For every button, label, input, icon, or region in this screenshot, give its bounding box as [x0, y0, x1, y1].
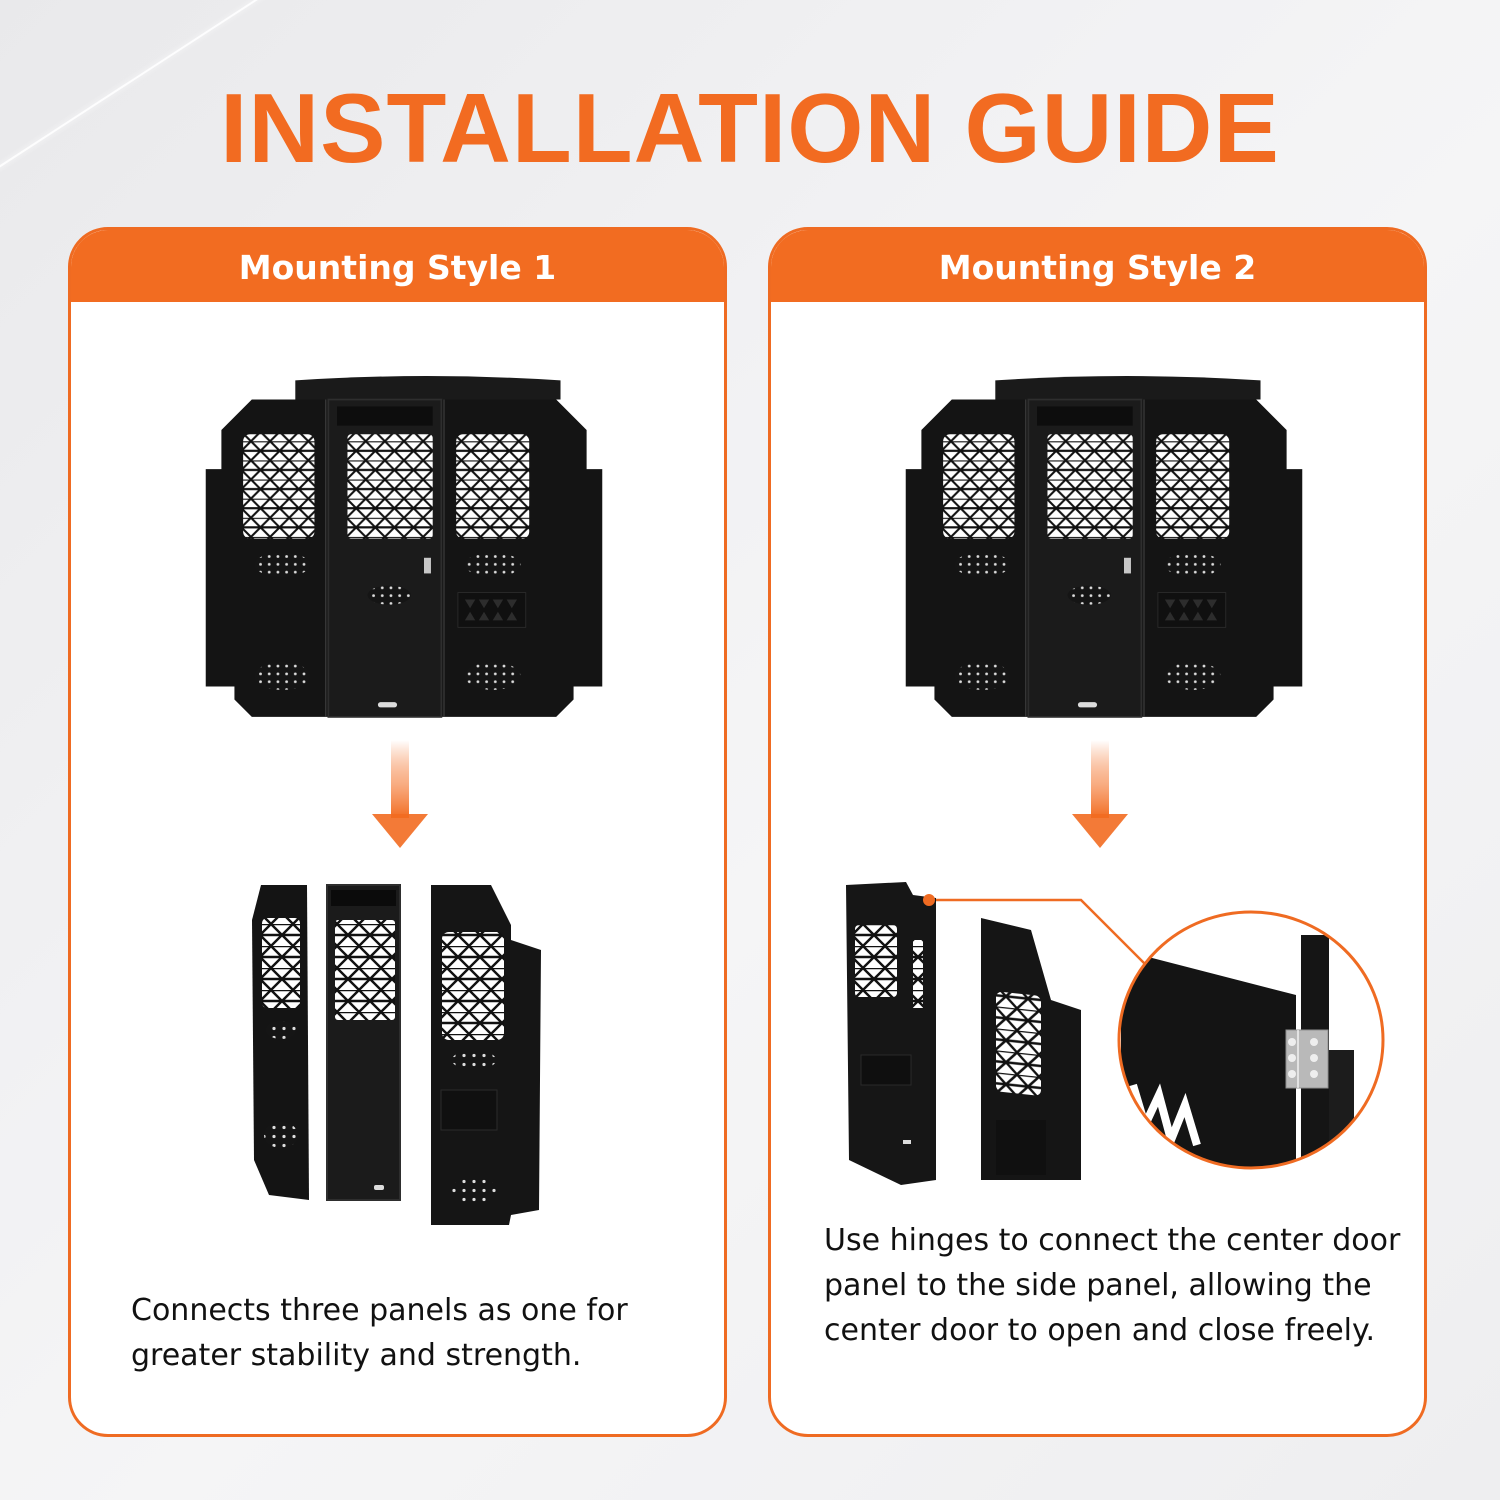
mounting-style-1-card: Mounting Style 1 [68, 227, 727, 1437]
assembled-partition-image [904, 338, 1304, 752]
down-arrow-icon [372, 740, 428, 854]
mounting-style-1-description: Connects three panels as one for greater… [131, 1293, 628, 1373]
hinged-door-panel-image [841, 880, 1401, 1204]
mounting-style-2-card: Mounting Style 2 [768, 227, 1427, 1437]
card-header: Mounting Style 1 [71, 230, 724, 302]
down-arrow-icon [1072, 740, 1128, 854]
hinge-closeup-magnifier [1117, 910, 1385, 1170]
assembled-partition-image [204, 338, 604, 752]
mounting-style-2-description: Use hinges to connect the center door pa… [824, 1223, 1401, 1348]
three-separate-panels-image [249, 880, 549, 1234]
page-title: INSTALLATION GUIDE [220, 73, 1280, 183]
card-header: Mounting Style 2 [771, 230, 1424, 302]
